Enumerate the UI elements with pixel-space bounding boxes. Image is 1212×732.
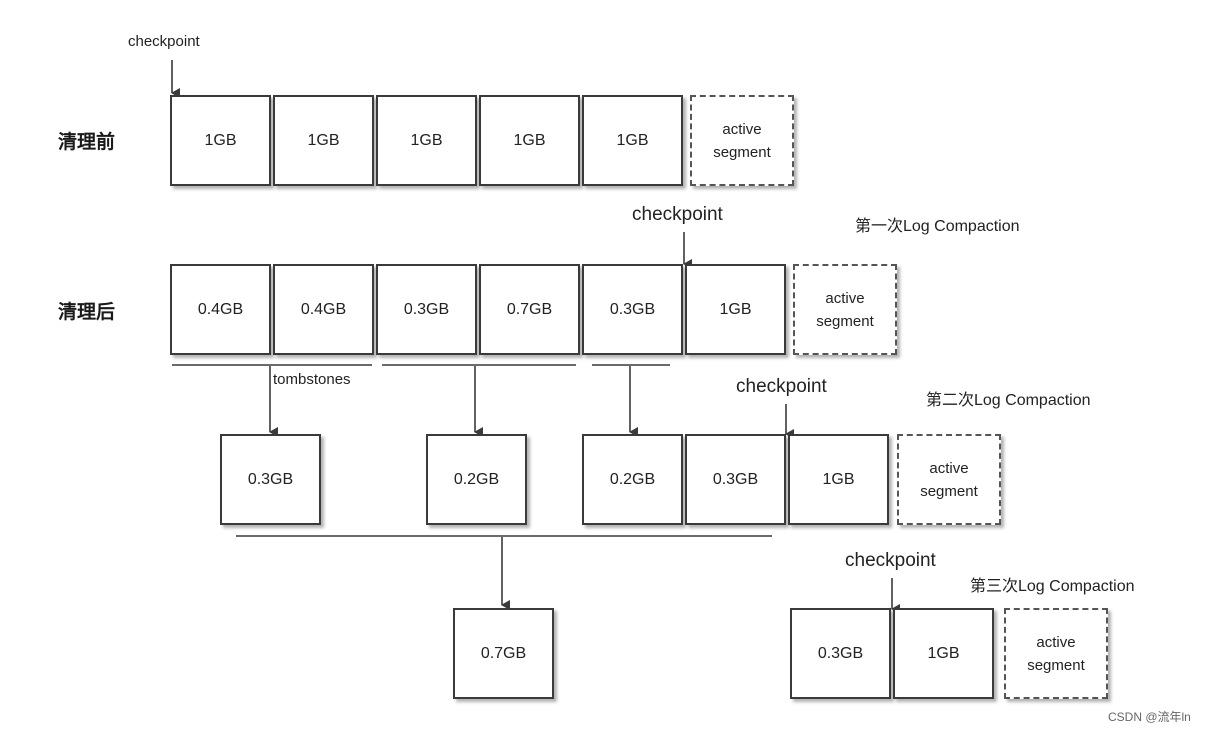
compaction-label-third: 第三次Log Compaction bbox=[970, 578, 1135, 595]
segment-box: 1GB bbox=[582, 95, 683, 186]
active-segment-box: active segment bbox=[793, 264, 897, 355]
active-segment-box: active segment bbox=[1004, 608, 1108, 699]
checkpoint-label-1: checkpoint bbox=[128, 33, 200, 50]
active-segment-box: active segment bbox=[897, 434, 1001, 525]
segment-box: 0.3GB bbox=[790, 608, 891, 699]
segment-box: 1GB bbox=[170, 95, 271, 186]
segment-box: 1GB bbox=[788, 434, 889, 525]
compaction-label-first: 第一次Log Compaction bbox=[855, 218, 1020, 235]
row-label-after: 清理后 bbox=[58, 301, 116, 323]
segment-box: 0.2GB bbox=[426, 434, 527, 525]
segment-box: 1GB bbox=[479, 95, 580, 186]
active-segment-box: active segment bbox=[690, 95, 794, 186]
segment-box: 0.7GB bbox=[479, 264, 580, 355]
compaction-label-second: 第二次Log Compaction bbox=[926, 392, 1091, 409]
checkpoint-label-2: checkpoint bbox=[632, 204, 723, 225]
segment-box: 0.2GB bbox=[582, 434, 683, 525]
segment-box: 1GB bbox=[893, 608, 994, 699]
segment-box: 0.4GB bbox=[273, 264, 374, 355]
segment-box: 0.3GB bbox=[582, 264, 683, 355]
segment-box: 0.3GB bbox=[376, 264, 477, 355]
segment-box: 1GB bbox=[685, 264, 786, 355]
checkpoint-label-4: checkpoint bbox=[845, 550, 936, 571]
segment-box: 0.3GB bbox=[685, 434, 786, 525]
segment-box: 0.4GB bbox=[170, 264, 271, 355]
segment-box: 0.7GB bbox=[453, 608, 554, 699]
row-label-before: 清理前 bbox=[58, 131, 116, 153]
segment-box: 1GB bbox=[376, 95, 477, 186]
segment-box: 0.3GB bbox=[220, 434, 321, 525]
checkpoint-label-3: checkpoint bbox=[736, 376, 827, 397]
segment-box: 1GB bbox=[273, 95, 374, 186]
watermark: CSDN @流年ln bbox=[1108, 710, 1191, 724]
tombstones-label: tombstones bbox=[273, 371, 351, 388]
